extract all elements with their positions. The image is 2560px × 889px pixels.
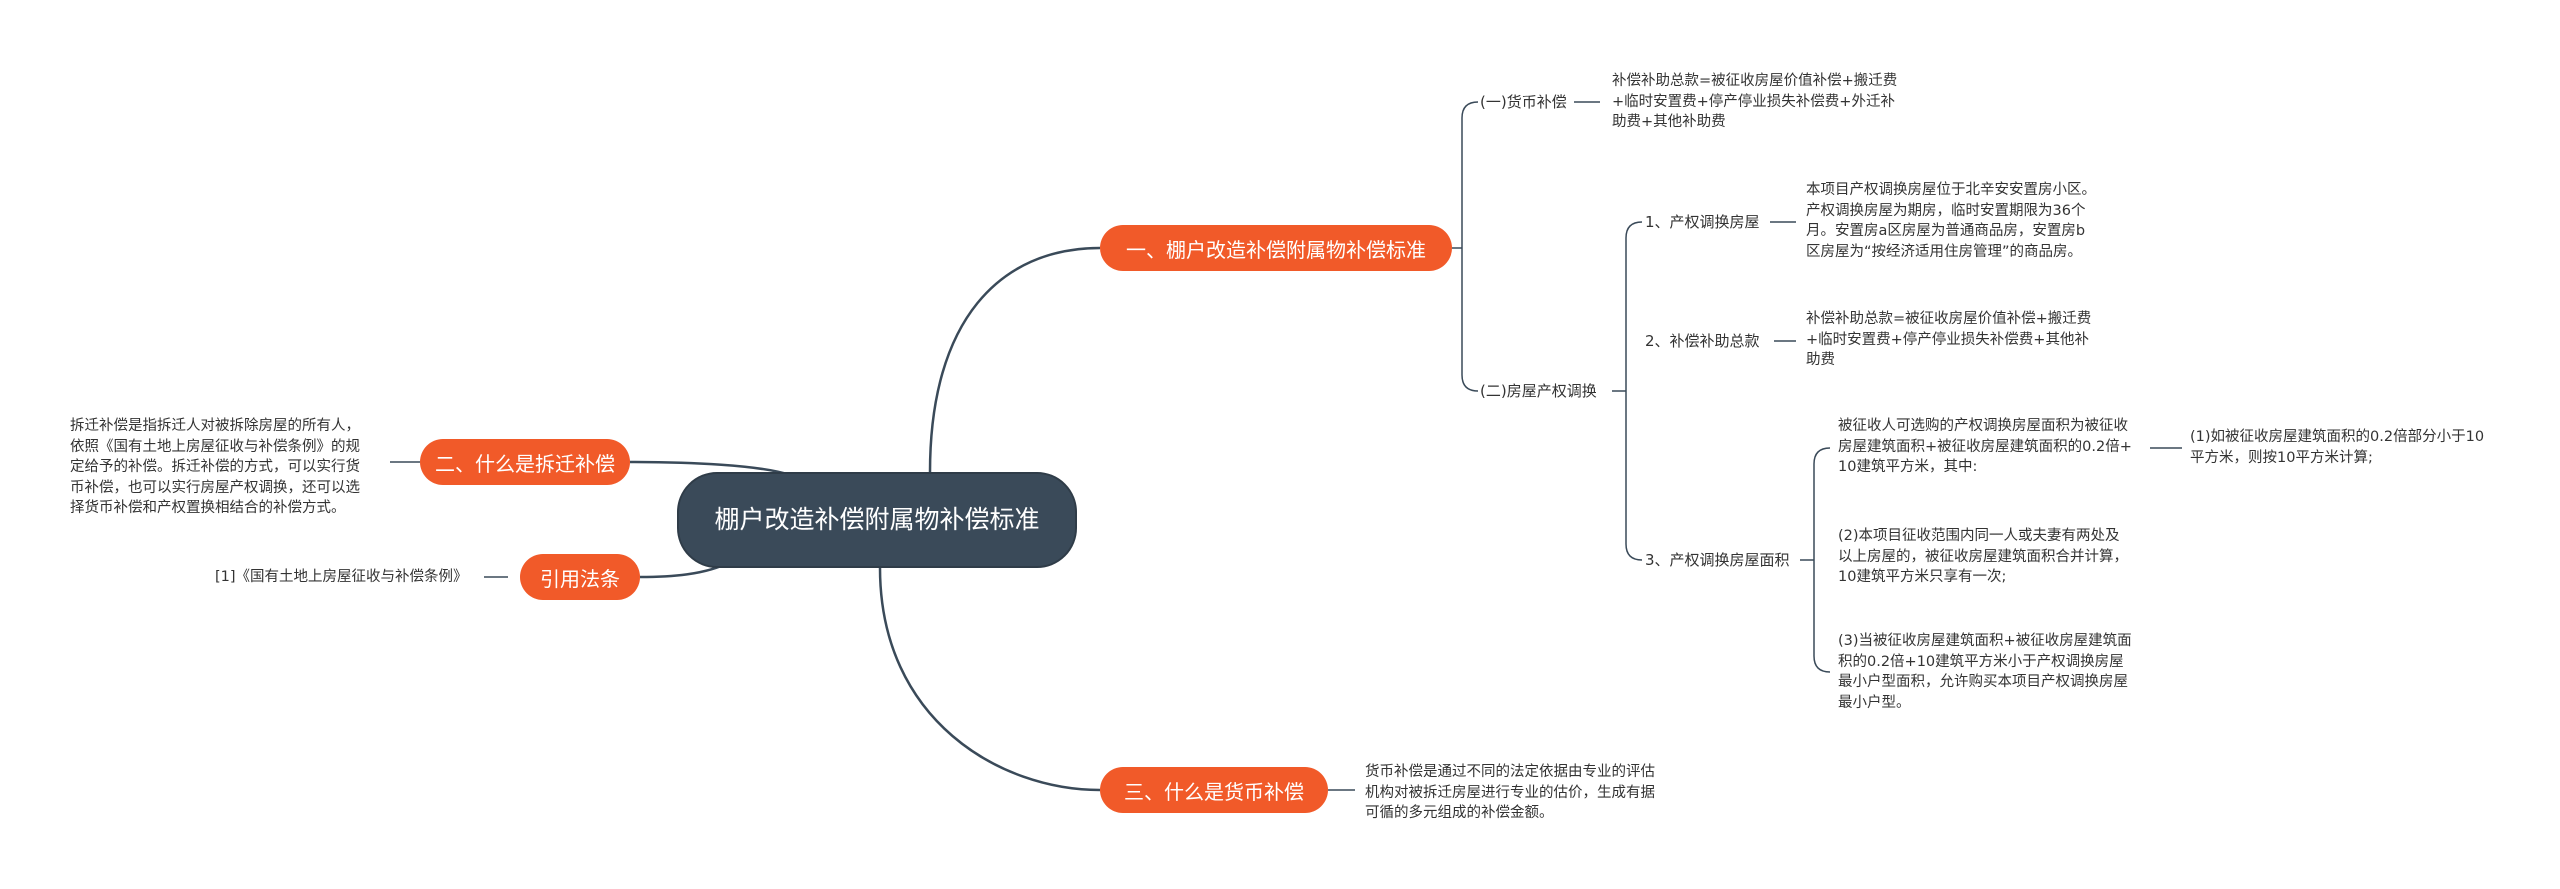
text-monetary-definition: 货币补偿是通过不同的法定依据由专业的评估 机构对被拆迁房屋进行专业的估价，生成有… xyxy=(1365,764,1655,821)
text-money-formula: 补偿补助总款=被征收房屋价值补偿+搬迁费 +临时安置费+停产停业损失补偿费+外迁… xyxy=(1612,73,1898,130)
text-exchange-house: 本项目产权调换房屋位于北辛安安置房小区。 产权调换房屋为期房，临时安置期限为36… xyxy=(1806,182,2096,260)
central-topic[interactable]: 棚户改造补偿附属物补偿标准 xyxy=(677,472,1077,568)
node-money-compensation[interactable]: (一)货币补偿 xyxy=(1480,93,1567,111)
text-total-payment: 补偿补助总款=被征收房屋价值补偿+搬迁费 +临时安置费+停产停业损失补偿费+其他… xyxy=(1806,311,2092,368)
connector-b1-children xyxy=(1452,101,1479,392)
text-area-rule-2: (2)本项目征收范围内同一人或夫妻有两处及 以上房屋的，被征收房屋建筑面积合并计… xyxy=(1838,528,2128,585)
branch-compensation-standard[interactable]: 一、棚户改造补偿附属物补偿标准 xyxy=(1100,225,1452,271)
text-area-rule-3: (3)当被征收房屋建筑面积+被征收房屋建筑面 积的0.2倍+10建筑平方米小于产… xyxy=(1838,633,2132,711)
connector-central-b1 xyxy=(928,246,1101,473)
node-exchange-area[interactable]: 3、产权调换房屋面积 xyxy=(1645,551,1790,569)
connector-property-children xyxy=(1612,221,1643,561)
connector-central-b2 xyxy=(629,460,791,477)
node-exchange-house[interactable]: 1、产权调换房屋 xyxy=(1645,213,1760,231)
branch-monetary-compensation[interactable]: 三、什么是货币补偿 xyxy=(1100,767,1328,813)
text-area-rule: 被征收人可选购的产权调换房屋面积为被征收 房屋建筑面积+被征收房屋建筑面积的0.… xyxy=(1838,418,2132,475)
connector-item3-children xyxy=(1800,447,1831,673)
text-law-reference[interactable]: [1]《国有土地上房屋征收与补偿条例》 xyxy=(215,569,468,585)
node-property-exchange[interactable]: (二)房屋产权调换 xyxy=(1480,382,1597,400)
branch-cited-law[interactable]: 引用法条 xyxy=(520,554,640,600)
text-area-rule-1: (1)如被征收房屋建筑面积的0.2倍部分小于10 平方米，则按10平方米计算; xyxy=(2190,429,2485,466)
connector-central-b3 xyxy=(878,567,1101,792)
node-total-payment[interactable]: 2、补偿补助总款 xyxy=(1645,332,1760,350)
branch-demolition-compensation[interactable]: 二、什么是拆迁补偿 xyxy=(420,439,630,485)
text-demolition-definition: 拆迁补偿是指拆迁人对被拆除房屋的所有人， 依照《国有土地上房屋征收与补偿条例》的… xyxy=(70,418,360,516)
